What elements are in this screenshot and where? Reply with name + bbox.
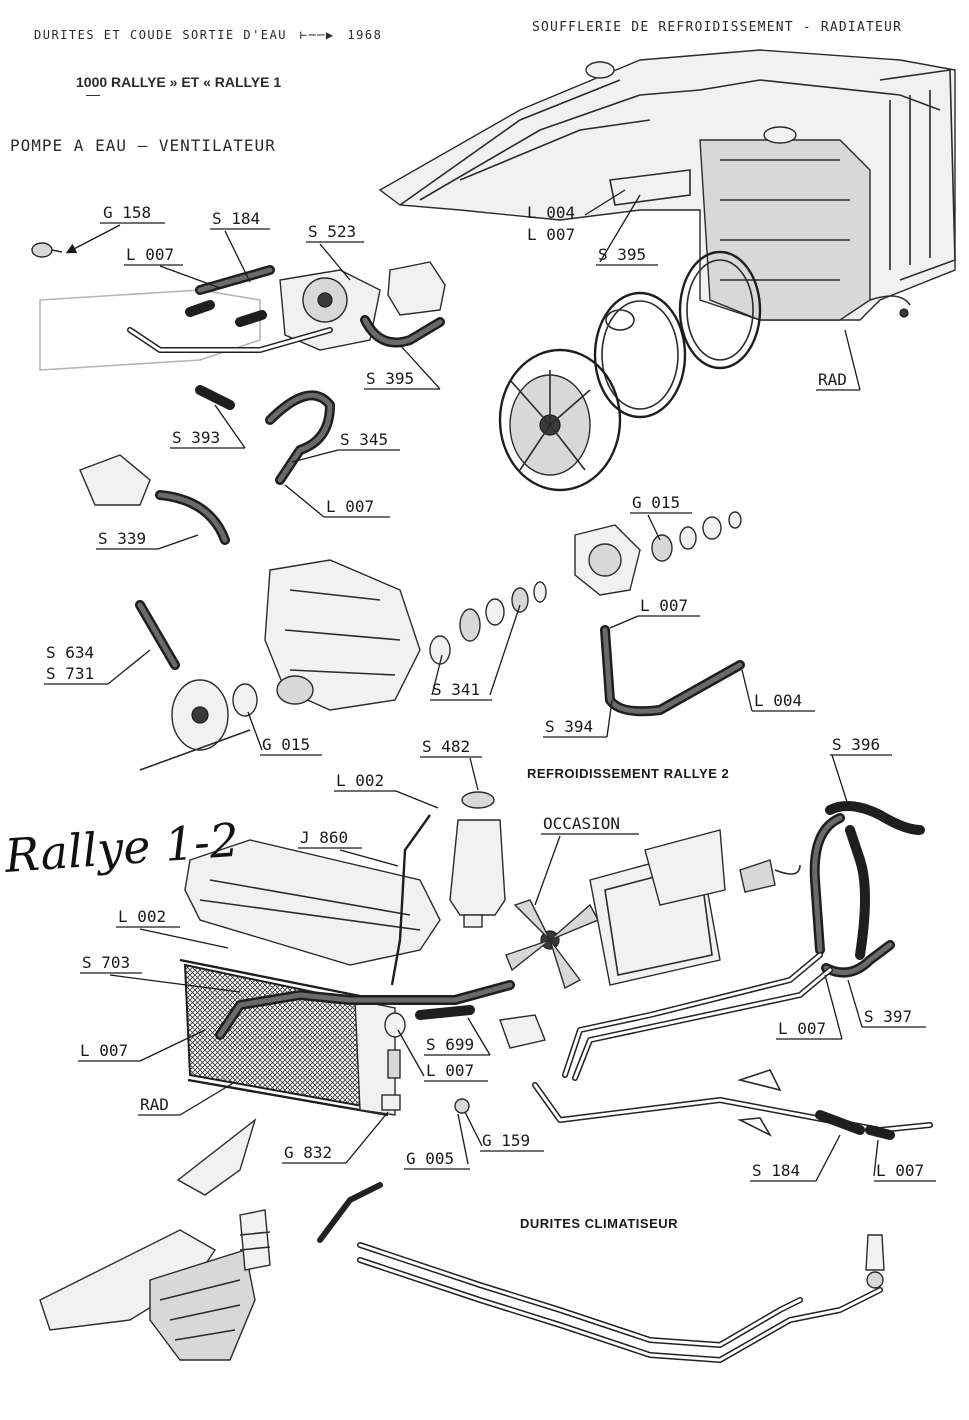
- callout-s699: S 699: [426, 1035, 474, 1054]
- callout-s345-leader: [291, 449, 339, 463]
- callout-rad-top: RAD: [818, 370, 847, 389]
- callout-s184-b: S 184: [752, 1161, 800, 1180]
- callout-l007-d-leader: [139, 1029, 206, 1062]
- callout-l002-b: L 002: [118, 907, 166, 926]
- callout-g832-leader: [345, 1111, 389, 1164]
- model-title: 1000 RALLYE » ET « RALLYE 1: [76, 74, 282, 90]
- callout-g015-a-leader: [647, 514, 661, 541]
- callout-l007-b-leader: [284, 484, 325, 518]
- callout-s396: S 396: [832, 735, 880, 754]
- callout-g159-leader: [464, 1111, 483, 1147]
- callout-s394: S 394: [545, 717, 593, 736]
- callout-l002-a: L 002: [336, 771, 384, 790]
- callout-l007-e-leader: [397, 1029, 425, 1077]
- callout-s393: S 393: [172, 428, 220, 447]
- callout-l007-a: L 007: [126, 245, 174, 264]
- water-pump-drawing: [31, 242, 446, 545]
- callout-l004-b-leader: [741, 669, 753, 712]
- callout-s397-leader: [847, 979, 863, 1028]
- callout-j860-leader: [339, 849, 399, 867]
- callout-l007-d: L 007: [80, 1041, 128, 1060]
- section-climatiseur-title: DURITES CLIMATISEUR: [520, 1216, 678, 1231]
- callout-s394-leader: [606, 699, 613, 738]
- callout-rad-bottom-leader: [179, 1081, 236, 1116]
- callout-rad-bottom: RAD: [140, 1095, 169, 1114]
- callout-s184-top-leader: [224, 230, 251, 283]
- callout-s339: S 339: [98, 529, 146, 548]
- section-subtitle: POMPE A EAU — VENTILATEUR: [10, 136, 276, 155]
- callout-s395-b: S 395: [598, 245, 646, 264]
- callout-rad-top-leader: [844, 329, 861, 391]
- header-year: 1968: [347, 28, 383, 42]
- header-top-left-text: DURITES ET COUDE SORTIE D'EAU: [34, 28, 288, 42]
- callout-s634-leader: [107, 649, 151, 685]
- callout-s184-top: S 184: [212, 209, 260, 228]
- callout-s184-b-leader: [815, 1134, 841, 1182]
- callout-g832: G 832: [284, 1143, 332, 1162]
- callout-l007-f-leader: [824, 974, 843, 1040]
- callout-s523: S 523: [308, 222, 356, 241]
- fan-and-rings-drawing: [498, 250, 762, 492]
- callout-s341: S 341: [432, 680, 480, 699]
- callout-s396-leader: [831, 754, 849, 806]
- callout-l002-a-leader: [395, 790, 439, 809]
- callout-l007-g: L 007: [876, 1161, 924, 1180]
- model-title-underline: [86, 95, 100, 96]
- callout-s395-a: S 395: [366, 369, 414, 388]
- callout-s393-leader: [214, 404, 246, 449]
- callout-g015-a: G 015: [632, 493, 680, 512]
- callout-s703: S 703: [82, 953, 130, 972]
- callout-s345: S 345: [340, 430, 388, 449]
- callout-g015-b: G 015: [262, 735, 310, 754]
- callout-l007-top: L 007: [527, 225, 575, 244]
- callout-s397: S 397: [864, 1007, 912, 1026]
- section-rallye2-title: REFROIDISSEMENT RALLYE 2: [527, 766, 729, 781]
- callout-s699-leader: [467, 1017, 491, 1056]
- header-top-left: DURITES ET COUDE SORTIE D'EAU ⊢──▶ 1968: [34, 28, 382, 42]
- callout-l007-c-leader: [609, 615, 639, 629]
- arrow-right-icon: ⊢──▶: [299, 28, 335, 42]
- callout-l002-b-leader: [139, 928, 229, 949]
- callout-s482-leader: [469, 757, 479, 791]
- callout-l007-a-leader: [159, 265, 221, 289]
- callout-l004-top-leader: [584, 189, 626, 216]
- callout-occasion: OCCASION: [543, 814, 620, 833]
- callout-g005: G 005: [406, 1149, 454, 1168]
- callout-l007-g-leader: [873, 1139, 879, 1177]
- callout-g158-leader: [65, 224, 121, 254]
- callout-s523-leader: [319, 243, 351, 281]
- callout-occasion-leader: [534, 835, 561, 906]
- callout-l007-e: L 007: [426, 1061, 474, 1080]
- pump-housing-drawing: [135, 511, 745, 771]
- blower-housing-drawing: [378, 49, 956, 321]
- callout-g005-leader: [457, 1113, 469, 1165]
- callout-g158: G 158: [103, 203, 151, 222]
- callout-l007-c: L 007: [640, 596, 688, 615]
- callout-s339-leader: [157, 534, 199, 550]
- callout-g159: G 159: [482, 1131, 530, 1150]
- callout-s395-b-leader: [599, 194, 641, 263]
- callout-l007-b: L 007: [326, 497, 374, 516]
- header-top-right: SOUFFLERIE DE REFROIDISSEMENT - RADIATEU…: [532, 20, 903, 35]
- callout-j860: J 860: [300, 828, 348, 847]
- rallye2-drawing: [179, 791, 933, 1140]
- callout-s341-leaders: [431, 604, 521, 696]
- callout-l007-f: L 007: [778, 1019, 826, 1038]
- callout-s482: S 482: [422, 737, 470, 756]
- callout-s395-a-leader: [399, 344, 441, 390]
- callout-g015-b-leader: [247, 711, 263, 751]
- callout-s634: S 634: [46, 643, 94, 662]
- callout-s703-leader: [109, 974, 241, 993]
- callout-l004-b: L 004: [754, 691, 802, 710]
- callout-s731: S 731: [46, 664, 94, 683]
- climatiseur-drawing: [39, 1118, 885, 1363]
- callout-l004-top: L 004: [527, 203, 575, 222]
